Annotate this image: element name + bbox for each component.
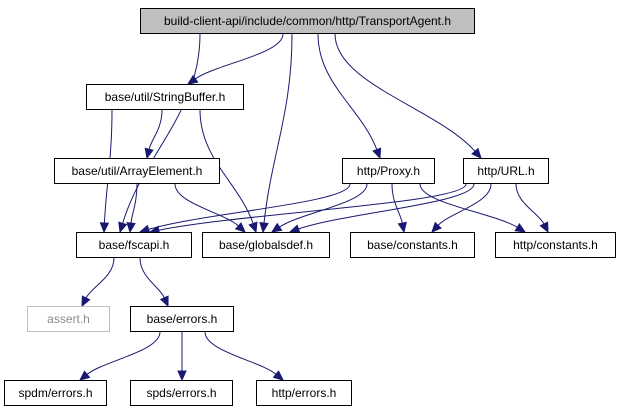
- graph-node-url[interactable]: http/URL.h: [463, 158, 549, 184]
- edge-arrayelement-to-fscapi: [130, 183, 138, 224]
- arrowhead-stringbuffer-to-globalsdef: [248, 221, 258, 234]
- arrowhead-arrayelement-to-globalsdef: [234, 222, 246, 233]
- graph-node-proxy[interactable]: http/Proxy.h: [342, 158, 435, 184]
- arrowhead-url-to-httpconstants: [539, 221, 549, 234]
- edge-arrayelement-to-globalsdef: [174, 183, 239, 227]
- arrowhead-proxy-to-baseconstants: [397, 221, 407, 234]
- edge-url-to-baseconstants: [437, 183, 492, 226]
- graph-node-spdmerrors[interactable]: spdm/errors.h: [4, 380, 107, 406]
- graph-node-globalsdef[interactable]: base/globalsdef.h: [202, 232, 330, 258]
- graph-node-stringbuffer[interactable]: base/util/StringBuffer.h: [86, 84, 244, 110]
- graph-node-baseerrors[interactable]: base/errors.h: [130, 306, 234, 332]
- arrowhead-root-to-globalsdef: [259, 222, 269, 234]
- arrowhead-proxy-to-globalsdef: [270, 222, 283, 233]
- edge-url-to-fscapi: [158, 183, 467, 231]
- arrowhead-stringbuffer-to-arrayelement: [144, 147, 154, 160]
- edge-root-to-url: [334, 33, 476, 152]
- edge-fscapi-to-baseerrors: [139, 257, 165, 299]
- arrowhead-baseerrors-to-spdmerrors: [79, 370, 91, 381]
- edge-url-to-globalsdef: [298, 183, 475, 230]
- graph-node-baseconstants[interactable]: base/constants.h: [350, 232, 475, 258]
- edge-proxy-to-httpconstants: [419, 183, 518, 228]
- edge-root-to-stringbuffer: [195, 33, 284, 80]
- edge-root-to-fscapi: [122, 33, 201, 224]
- arrowhead-arrayelement-to-fscapi: [126, 222, 136, 234]
- graph-node-httpconstants[interactable]: http/constants.h: [495, 232, 616, 258]
- arrowhead-proxy-to-httpconstants: [514, 222, 527, 233]
- edge-proxy-to-fscapi: [148, 183, 351, 230]
- arrowhead-root-to-fscapi: [118, 221, 128, 234]
- edge-fscapi-to-assert: [85, 257, 115, 299]
- arrowhead-baseerrors-to-spdserrors: [177, 370, 187, 382]
- graph-node-fscapi[interactable]: base/fscapi.h: [76, 232, 192, 258]
- graph-node-assert: assert.h: [27, 306, 110, 332]
- edge-baseerrors-to-httperrors: [204, 331, 277, 375]
- edge-root-to-proxy: [317, 33, 378, 150]
- edge-url-to-httpconstants: [515, 183, 545, 225]
- edge-proxy-to-baseconstants: [391, 183, 403, 224]
- arrowhead-stringbuffer-to-fscapi: [99, 222, 110, 234]
- edge-baseerrors-to-spdmerrors: [86, 331, 161, 375]
- arrowhead-root-to-url: [471, 147, 482, 159]
- arrowhead-baseerrors-to-httperrors: [272, 370, 284, 381]
- edge-stringbuffer-to-arrayelement: [148, 109, 163, 150]
- graph-node-arrayelement[interactable]: base/util/ArrayElement.h: [54, 158, 220, 184]
- arrowhead-root-to-proxy: [372, 147, 382, 160]
- graph-node-spdserrors[interactable]: spds/errors.h: [130, 380, 233, 406]
- edge-proxy-to-globalsdef: [279, 183, 368, 228]
- graph-node-root[interactable]: build-client-api/include/common/http/Tra…: [140, 8, 475, 34]
- arrowhead-fscapi-to-assert: [81, 295, 91, 308]
- graph-node-httperrors[interactable]: http/errors.h: [256, 380, 352, 406]
- arrowhead-fscapi-to-baseerrors: [159, 295, 169, 308]
- arrowhead-url-to-baseconstants: [431, 221, 442, 233]
- edge-root-to-globalsdef: [263, 33, 293, 224]
